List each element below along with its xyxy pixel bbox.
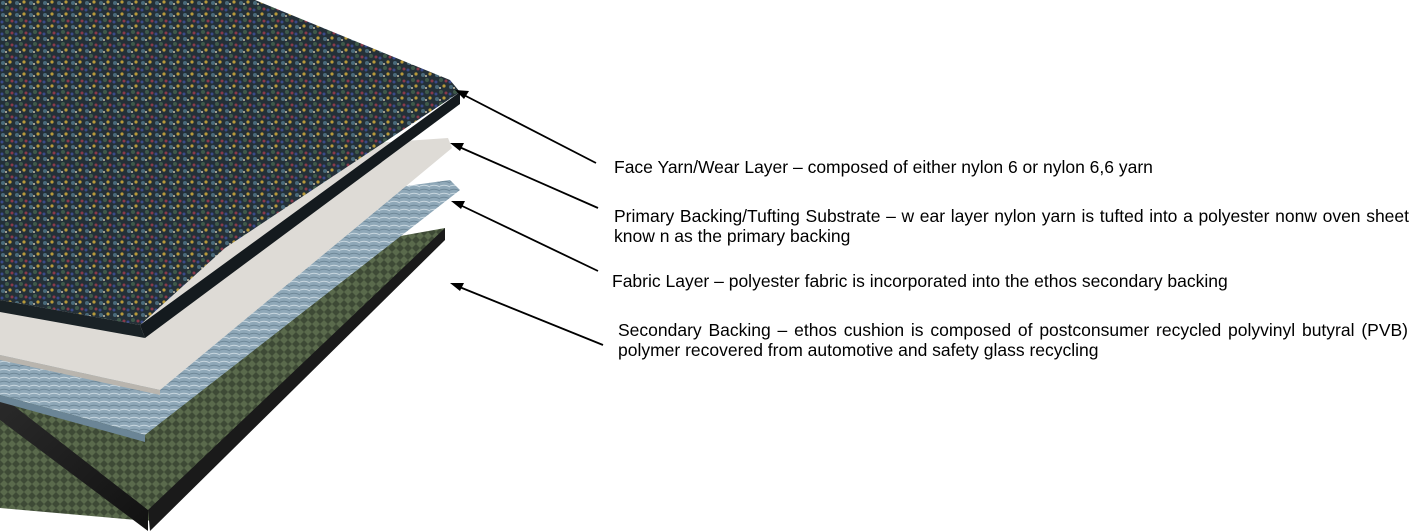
arrow-primary-backing	[450, 143, 599, 209]
callout-face-yarn: Face Yarn/Wear Layer – composed of eithe…	[614, 157, 1153, 177]
callout-fabric: Fabric Layer – polyester fabric is incor…	[612, 271, 1228, 291]
arrow-secondary-backing	[450, 283, 604, 346]
arrow-fabric	[451, 201, 599, 272]
pointer-arrows	[450, 90, 604, 346]
face-yarn-layer	[0, 0, 460, 338]
callout-primary-backing: Primary Backing/Tufting Substrate – w ea…	[614, 206, 1409, 246]
callout-secondary-backing: Secondary Backing – ethos cushion is com…	[618, 320, 1408, 360]
arrow-face-yarn	[455, 90, 597, 164]
